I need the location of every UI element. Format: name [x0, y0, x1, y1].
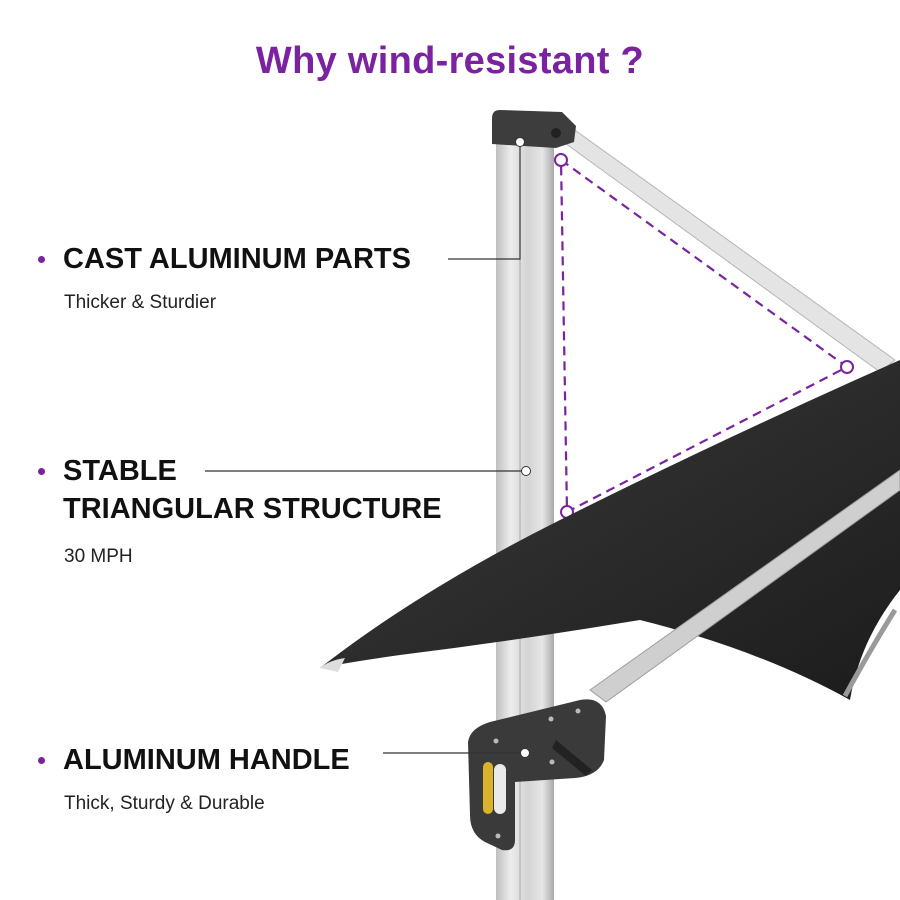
feature-subtext: Thicker & Sturdier — [64, 292, 217, 313]
leader-line-cast-aluminum — [448, 142, 521, 260]
triangle-structure-indicator — [559, 159, 850, 514]
upper-strut — [557, 127, 896, 373]
lever — [552, 740, 592, 776]
bullet-dot-icon — [38, 256, 45, 263]
feature-heading: ALUMINUM HANDLE — [63, 744, 350, 776]
lower-strut — [589, 469, 900, 703]
bullet-dot-icon — [38, 757, 45, 764]
bullet-dot-icon — [38, 468, 45, 475]
page-title: Why wind-resistant ? — [255, 40, 645, 82]
feature-heading-line1: STABLE — [63, 455, 177, 487]
feature-heading: CAST ALUMINUM PARTS — [63, 243, 411, 275]
feature-subtext: Thick, Sturdy & Durable — [64, 793, 265, 814]
feature-subtext: 30 MPH — [64, 546, 133, 567]
canopy — [320, 360, 900, 700]
cast-aluminum-top-cap — [492, 110, 576, 148]
handle-grip — [483, 762, 493, 814]
feature-heading-line2: TRIANGULAR STRUCTURE — [63, 493, 442, 525]
